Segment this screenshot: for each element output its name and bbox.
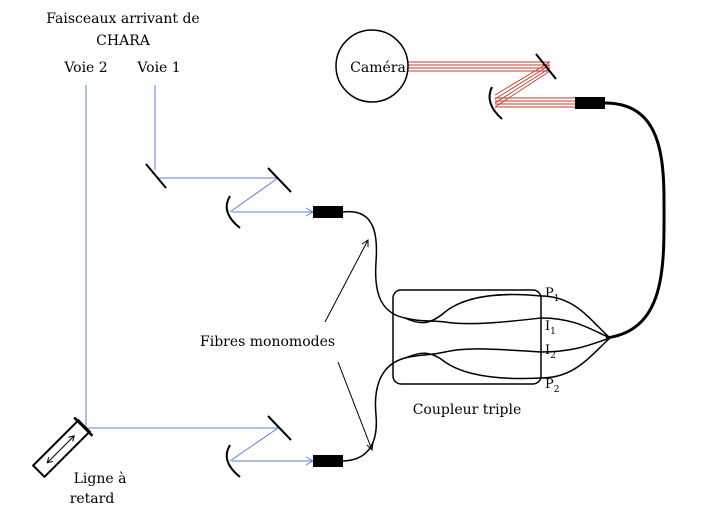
beam-voie-2 (85, 85, 313, 462)
voie-1-label: Voie 1 (136, 60, 180, 76)
delay-line (31, 416, 94, 479)
ligne-retard-label-1: Ligne à (74, 470, 127, 487)
output-fiber-to-camera (604, 101, 666, 340)
flat-mirror-top-right (267, 167, 292, 193)
output-label-i2: I2 (545, 343, 556, 361)
curved-mirror-bottom (225, 444, 241, 478)
camera-beams (403, 61, 575, 108)
fiber-connector-bottom (313, 455, 343, 467)
camera-circle (335, 29, 409, 103)
title-line-2: CHARA (96, 33, 151, 49)
flat-mirror-bottom-right (267, 415, 292, 441)
fibres-monomodes-label: Fibres monomodes (200, 334, 335, 350)
coupler-waveguides (404, 293, 542, 380)
fiber-connector-top (313, 206, 343, 218)
ligne-retard-label-2: retard (70, 491, 115, 507)
input-fiber-top (342, 210, 406, 319)
input-fiber-bottom (342, 357, 406, 462)
output-label-p2: P2 (545, 377, 559, 395)
fiber-connector-camera (575, 97, 605, 109)
beam-voie-1 (154, 85, 313, 213)
output-label-i1: I1 (545, 319, 556, 337)
curved-mirror-top (225, 195, 241, 229)
title-line-1: Faisceaux arrivant de (46, 11, 199, 27)
coupleur-triple-label: Coupleur triple (413, 402, 522, 418)
triple-coupler-box (392, 289, 542, 385)
output-fibers (540, 295, 611, 379)
flat-mirror-voie-1 (145, 163, 167, 189)
output-label-p1: P1 (545, 286, 559, 304)
flat-mirror-camera (535, 53, 557, 80)
camera-label: Caméra (350, 60, 406, 76)
voie-2-label: Voie 2 (63, 60, 107, 76)
curved-mirror-camera (488, 86, 503, 120)
fiber-annotation-arrows (324, 239, 374, 452)
